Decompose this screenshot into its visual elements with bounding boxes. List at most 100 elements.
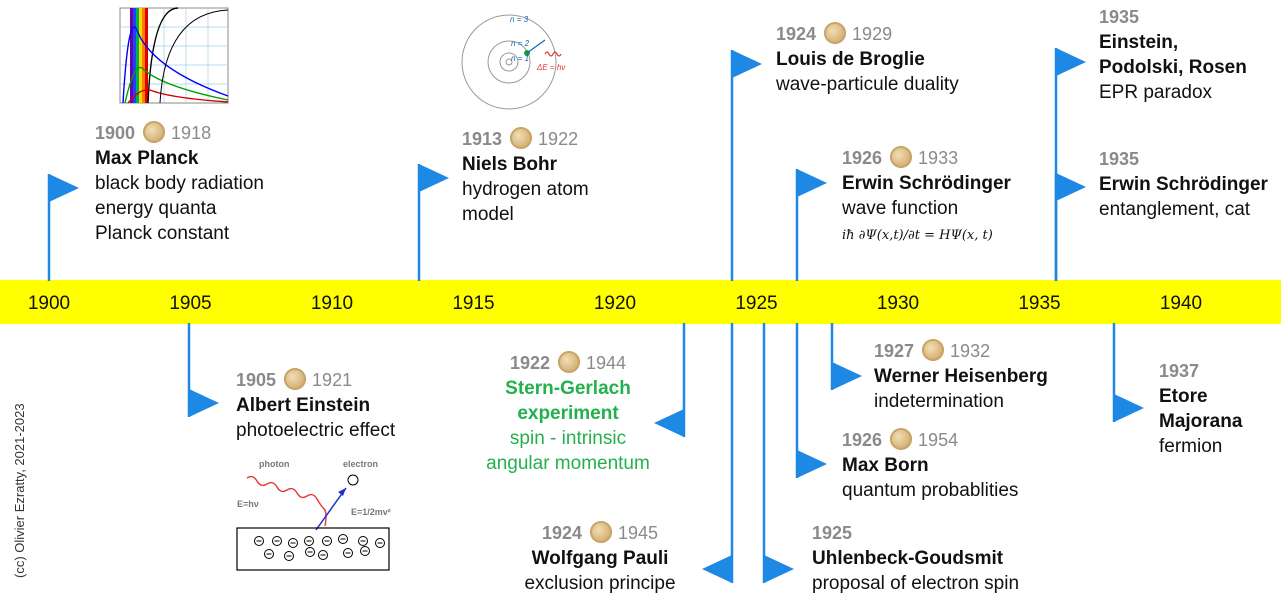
electron-symbol	[338, 534, 348, 544]
equation-left: iħ ∂Ψ(x,t)/∂t	[842, 228, 920, 243]
credit-text: (cc) Olivier Ezratty, 2021-2023	[12, 403, 27, 578]
event-name: Niels Bohr	[462, 154, 558, 175]
event-name: Max Planck	[95, 148, 199, 169]
flag-marker	[797, 450, 827, 478]
event-year: 1913	[462, 129, 503, 149]
nobel-medal-icon	[590, 521, 612, 543]
event-born: 1926 1954 Max Born quantum probablities	[842, 428, 1018, 503]
event-desc: energy quanta	[95, 198, 217, 219]
event-year: 1937	[1159, 361, 1200, 381]
event-name-line1: Stern-Gerlach	[505, 378, 631, 399]
nobel-year: 1921	[312, 370, 353, 390]
event-name-line1: Einstein,	[1099, 32, 1179, 53]
year-tick-label: 1915	[452, 293, 494, 314]
electron-symbol	[322, 536, 332, 546]
flag-marker	[702, 555, 732, 583]
electron-symbol	[254, 536, 264, 546]
event-desc: fermion	[1159, 436, 1223, 457]
event-name: Erwin Schrödinger	[1099, 174, 1268, 195]
year-tick-label: 1930	[877, 293, 919, 314]
event-year: 1924	[776, 24, 817, 44]
event-schrodinger-cat: 1935 Erwin Schrödinger entanglement, cat	[1099, 147, 1268, 222]
flag-marker	[1056, 173, 1086, 201]
flag-marker	[797, 169, 827, 197]
event-epr: 1935 Einstein, Podolski, Rosen EPR parad…	[1099, 5, 1247, 105]
photo-electron: electron	[343, 459, 378, 469]
event-pauli: 1924 1945 Wolfgang Pauli exclusion princi…	[500, 521, 700, 596]
event-year: 1927	[874, 341, 915, 361]
event-name-line2: Majorana	[1159, 411, 1243, 432]
nobel-year: 1954	[918, 430, 959, 450]
event-year: 1925	[812, 523, 853, 543]
event-name: Louis de Broglie	[776, 49, 925, 70]
electron-symbol	[305, 547, 315, 557]
flag-marker	[1056, 48, 1086, 76]
nobel-medal-icon	[890, 428, 913, 450]
event-desc: wave function	[842, 198, 959, 219]
year-tick-label: 1905	[169, 293, 211, 314]
event-name-line1: Etore	[1159, 386, 1208, 407]
bohr-n2: n = 2	[511, 39, 530, 48]
event-desc: quantum probablities	[842, 480, 1019, 501]
nobel-year: 1918	[171, 123, 212, 143]
event-name-line2: experiment	[517, 403, 619, 424]
nobel-year: 1929	[852, 24, 893, 44]
event-desc: indetermination	[874, 391, 1004, 412]
year-tick-label: 1940	[1160, 293, 1202, 314]
nobel-medal-icon	[890, 146, 913, 168]
event-year: 1922	[509, 353, 550, 373]
bohr-atom-sketch: n = 3 n = 2 n = 1 ΔE = hν	[461, 14, 565, 110]
event-year: 1924	[541, 523, 582, 543]
event-name: Max Born	[842, 455, 929, 476]
electron-symbol	[264, 549, 274, 559]
timeline-bar	[0, 280, 1281, 324]
flag-marker	[654, 409, 684, 437]
event-year: 1900	[95, 123, 136, 143]
event-name: Uhlenbeck-Goudsmit	[812, 548, 1004, 569]
event-desc: black body radiation	[95, 173, 264, 194]
bohr-n1: n = 1	[511, 54, 529, 63]
blackbody-plot	[119, 7, 229, 104]
electron-symbol	[343, 548, 353, 558]
event-desc: exclusion principe	[524, 573, 676, 594]
flag-marker	[1114, 394, 1144, 422]
nobel-year: 1932	[950, 341, 991, 361]
photo-ekin: E=1/2mv²	[351, 507, 391, 517]
flag-marker	[189, 389, 219, 417]
event-year: 1935	[1099, 149, 1140, 169]
event-desc: entanglement, cat	[1099, 199, 1251, 220]
nobel-year: 1922	[538, 129, 579, 149]
flag-marker	[764, 555, 794, 583]
year-tick-label: 1910	[311, 293, 353, 314]
event-name-line2: Podolski, Rosen	[1099, 57, 1247, 78]
nobel-medal-icon	[510, 127, 533, 149]
event-desc: wave-particule duality	[776, 74, 959, 95]
bohr-n3: n = 3	[510, 15, 529, 24]
event-name: Wolfgang Pauli	[531, 548, 669, 569]
event-flags	[47, 48, 1144, 583]
flag-marker	[419, 164, 449, 192]
electron-symbol	[360, 546, 370, 556]
year-tick-label: 1900	[28, 293, 70, 314]
electron-symbol	[288, 538, 298, 548]
event-uhlenbeck: 1925 Uhlenbeck-Goudsmit proposal of elec…	[812, 521, 1019, 596]
photo-photon: photon	[259, 459, 290, 469]
event-desc: proposal of electron spin	[812, 573, 1020, 594]
electron-symbol	[358, 536, 368, 546]
event-year: 1926	[842, 430, 883, 450]
year-tick-label: 1925	[735, 293, 777, 314]
event-desc: hydrogen atom	[462, 179, 589, 200]
nobel-year: 1945	[618, 523, 659, 543]
event-planck: 1900 1918 Max Planck black body radiation…	[95, 121, 264, 246]
event-year: 1935	[1099, 7, 1140, 27]
electron-symbol	[318, 550, 328, 560]
year-tick-label: 1920	[594, 293, 636, 314]
event-name: Albert Einstein	[236, 395, 371, 416]
